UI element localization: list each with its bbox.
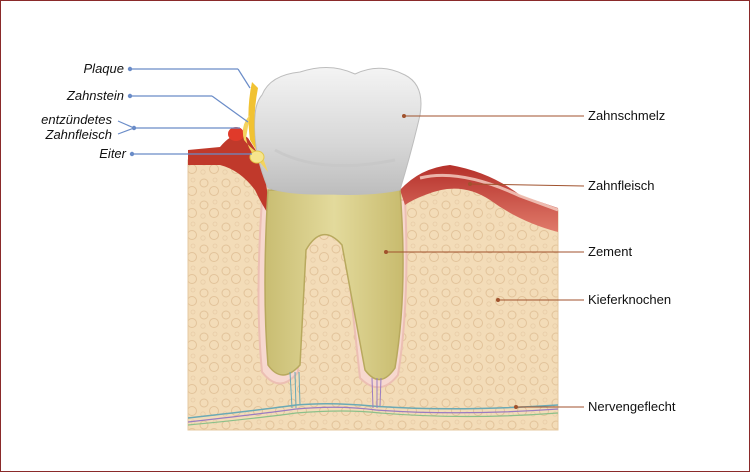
label-zement: Zement bbox=[588, 244, 632, 259]
label-kieferknochen: Kieferknochen bbox=[588, 292, 671, 307]
pus-deposit bbox=[250, 151, 264, 163]
label-zahnfleisch-inflamed: Zahnfleisch bbox=[45, 127, 112, 142]
label-plaque: Plaque bbox=[84, 61, 124, 76]
gum-swelling bbox=[228, 127, 244, 141]
label-zahnstein: Zahnstein bbox=[66, 88, 124, 103]
label-zahnfleisch: Zahnfleisch bbox=[588, 178, 654, 193]
label-zahnschmelz: Zahnschmelz bbox=[588, 108, 665, 123]
label-nervengeflecht: Nervengeflecht bbox=[588, 399, 676, 414]
label-eiter: Eiter bbox=[99, 146, 126, 161]
label-entzuendetes: entzündetes bbox=[41, 112, 112, 127]
left-leader-dots bbox=[128, 67, 136, 156]
tooth-crown bbox=[255, 67, 421, 194]
